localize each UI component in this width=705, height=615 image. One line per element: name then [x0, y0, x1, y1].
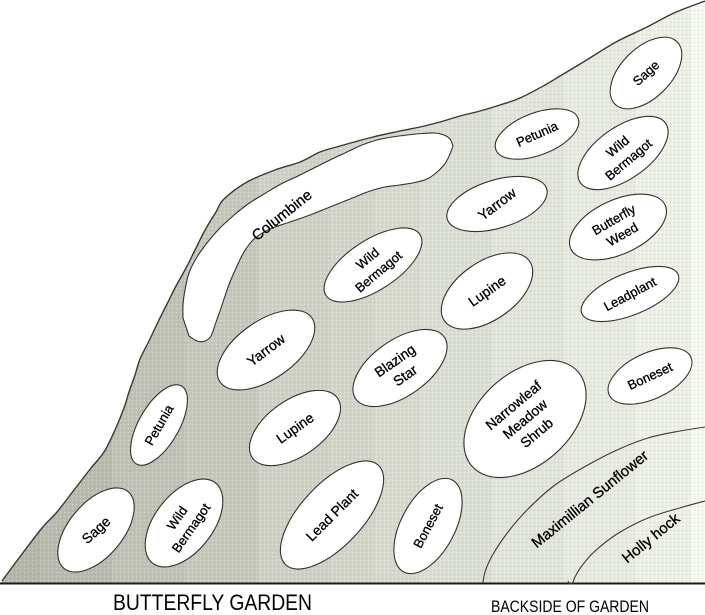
- svg-text:BACKSIDE OF GARDEN: BACKSIDE OF GARDEN: [491, 598, 649, 615]
- svg-text:BUTTERFLY GARDEN: BUTTERFLY GARDEN: [113, 590, 312, 615]
